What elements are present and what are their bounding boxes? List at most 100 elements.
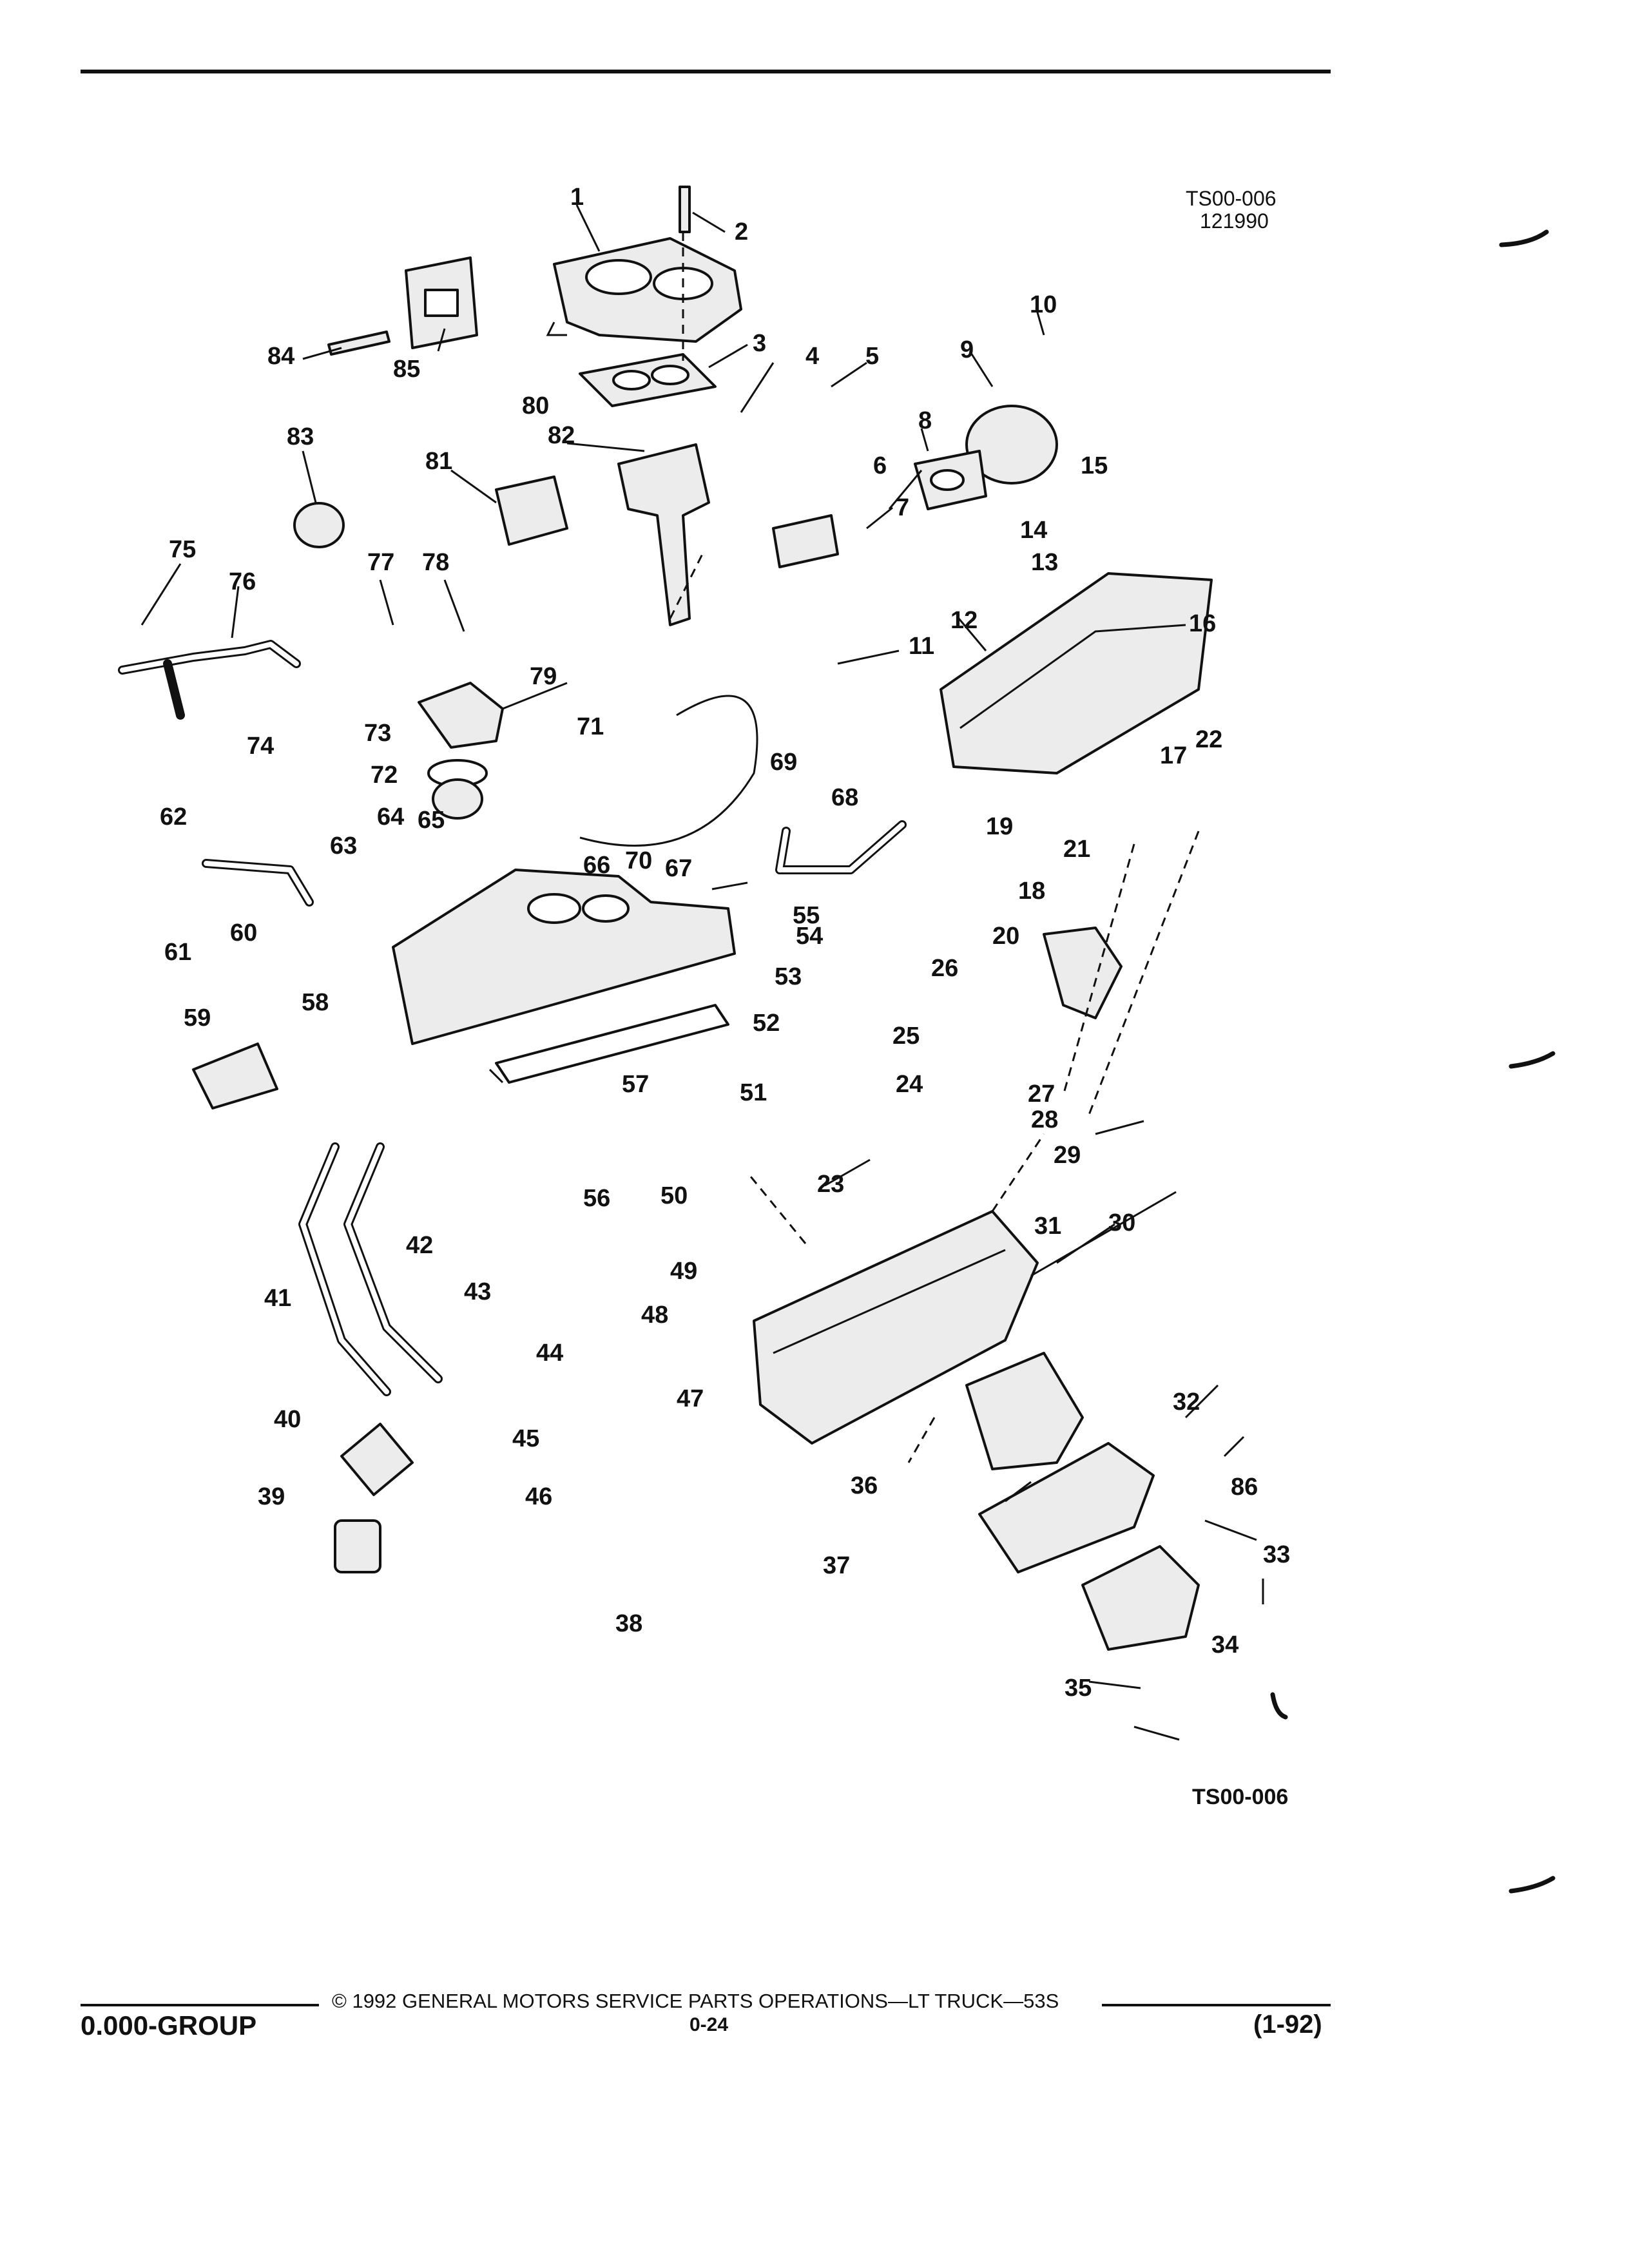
callout-41: 41 [264,1285,291,1312]
callout-68: 68 [831,784,858,811]
vacuum-switch [772,514,839,568]
callout-71: 71 [577,713,604,740]
callout-62: 62 [160,803,187,831]
manifold-gasket [495,1004,729,1084]
callout-75: 75 [169,536,196,563]
air-pump [1081,1545,1200,1651]
callout-83: 83 [287,423,314,450]
callout-54: 54 [796,923,823,950]
callout-79: 79 [530,663,557,690]
mounting-bracket [617,443,710,626]
callout-13: 13 [1031,549,1058,576]
callout-80: 80 [522,392,549,419]
callout-85: 85 [393,356,420,383]
callout-56: 56 [583,1185,610,1212]
callout-57: 57 [622,1071,649,1098]
callout-76: 76 [229,568,256,595]
callout-69: 69 [770,749,797,776]
callout-5: 5 [865,343,879,370]
bolt [679,186,691,233]
footer-page-number: 0-24 [689,2014,729,2035]
callout-66: 66 [583,852,610,879]
callout-15: 15 [1081,452,1108,479]
callout-42: 42 [406,1232,433,1259]
heat-shield [965,1352,1084,1470]
callout-23: 23 [817,1171,844,1198]
callout-10: 10 [1030,291,1057,318]
callout-46: 46 [525,1483,552,1510]
callout-29: 29 [1054,1142,1081,1169]
thermostat-housing [418,682,504,820]
callout-26: 26 [931,955,958,982]
callout-60: 60 [230,919,257,947]
callout-27: 27 [1028,1081,1055,1108]
footer-rule-right [1102,2004,1331,2006]
callout-53: 53 [775,963,802,990]
callout-30: 30 [1108,1209,1135,1236]
callout-61: 61 [164,939,191,966]
intake-manifold [392,869,736,1045]
callout-34: 34 [1211,1631,1239,1658]
callout-32: 32 [1173,1389,1200,1416]
callout-63: 63 [330,832,357,860]
callout-8: 8 [918,407,932,434]
callout-33: 33 [1263,1541,1290,1568]
callout-48: 48 [641,1302,668,1329]
bolt [327,331,390,356]
callout-11: 11 [909,633,934,660]
valve-cover [940,572,1213,774]
egr-valve [914,405,1058,510]
exhaust-manifold [978,1442,1155,1573]
callout-3: 3 [753,330,766,357]
callout-21: 21 [1063,836,1090,863]
callout-64: 64 [377,803,404,831]
throttle-body [546,237,742,343]
callout-7: 7 [896,494,909,521]
callout-35: 35 [1065,1675,1092,1702]
engine-bracket [1043,927,1123,1019]
fuel-lines [298,1142,443,1396]
callout-81: 81 [425,448,452,475]
callout-47: 47 [677,1385,704,1412]
callout-2: 2 [735,218,748,245]
callout-24: 24 [896,1071,923,1098]
leader-lines [140,204,1264,1741]
callout-70: 70 [625,847,652,874]
callout-6: 6 [873,452,887,479]
callout-14: 14 [1020,517,1047,544]
heater-hose-pipe [202,859,314,907]
callout-58: 58 [302,989,329,1016]
callout-16: 16 [1189,610,1216,637]
callout-77: 77 [367,549,394,576]
callout-51: 51 [740,1079,767,1106]
footer-revision: (1-92) [1253,2010,1322,2039]
callout-17: 17 [1160,742,1187,769]
heater-valve [192,1043,278,1110]
callout-25: 25 [892,1023,920,1050]
callout-49: 49 [670,1258,697,1285]
callout-84: 84 [267,343,294,370]
coolant-pipe [118,640,301,720]
callout-28: 28 [1031,1106,1058,1133]
top-rule [81,70,1331,73]
callout-82: 82 [548,422,575,449]
callout-36: 36 [851,1472,878,1499]
fuel-filter [334,1423,414,1573]
callout-38: 38 [615,1610,642,1637]
callout-73: 73 [364,720,391,747]
callout-86: 86 [1231,1474,1258,1501]
assembly-guides [669,232,1200,1463]
footer-copyright: © 1992 GENERAL MOTORS SERVICE PARTS OPER… [332,1990,1059,2012]
date-code: 121990 [1200,209,1269,233]
callout-22: 22 [1195,726,1222,753]
callout-20: 20 [992,923,1019,950]
reference-code-bottom: TS00-006 [1192,1785,1289,1809]
solenoid [495,476,568,546]
callout-40: 40 [274,1406,301,1433]
callout-65: 65 [418,807,445,834]
callout-43: 43 [464,1278,491,1305]
callout-4: 4 [805,343,819,370]
callout-72: 72 [371,762,398,789]
